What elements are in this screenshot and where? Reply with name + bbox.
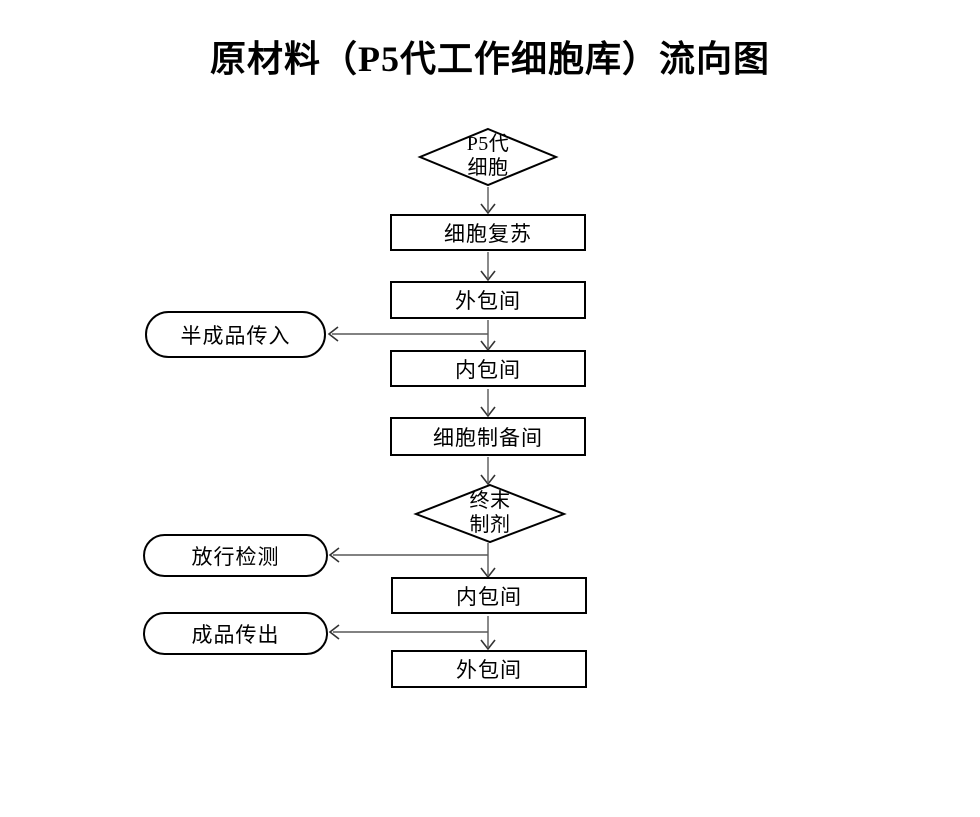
flow-arrow-prep-to-final	[480, 457, 496, 486]
flow-arrow-p5-to-resuscitation	[480, 187, 496, 215]
process-box-cell-resuscitation: 细胞复苏	[390, 214, 586, 251]
decision-diamond-p5-cells	[417, 127, 559, 187]
flow-arrow-outer1-to-inner1	[480, 320, 496, 352]
decision-diamond-final-formulation	[413, 483, 567, 544]
process-box-outer-packaging-1: 外包间	[390, 281, 586, 319]
flow-arrow-branch-to-product-out	[328, 624, 488, 640]
flow-arrow-final-to-inner2	[480, 543, 496, 579]
flow-arrow-branch-to-semi-product-in	[327, 326, 488, 342]
flow-arrow-branch-to-release-testing	[328, 547, 488, 563]
process-box-outer-packaging-2: 外包间	[391, 650, 587, 688]
decision-label-p5-cells: P5代 细胞	[466, 133, 510, 179]
decision-label-final-formulation: 终末 制剂	[469, 490, 511, 536]
page-title: 原材料（P5代工作细胞库）流向图	[210, 39, 770, 79]
terminator-oval-release-testing: 放行检测	[143, 534, 328, 577]
terminator-oval-product-out: 成品传出	[143, 612, 328, 655]
flow-arrow-inner1-to-prep	[480, 389, 496, 418]
process-box-inner-packaging-1: 内包间	[390, 350, 586, 387]
flow-arrow-resuscitation-to-outer1	[480, 252, 496, 282]
process-box-inner-packaging-2: 内包间	[391, 577, 587, 614]
terminator-oval-semi-product-in: 半成品传入	[145, 311, 326, 358]
process-box-cell-prep-room: 细胞制备间	[390, 417, 586, 456]
